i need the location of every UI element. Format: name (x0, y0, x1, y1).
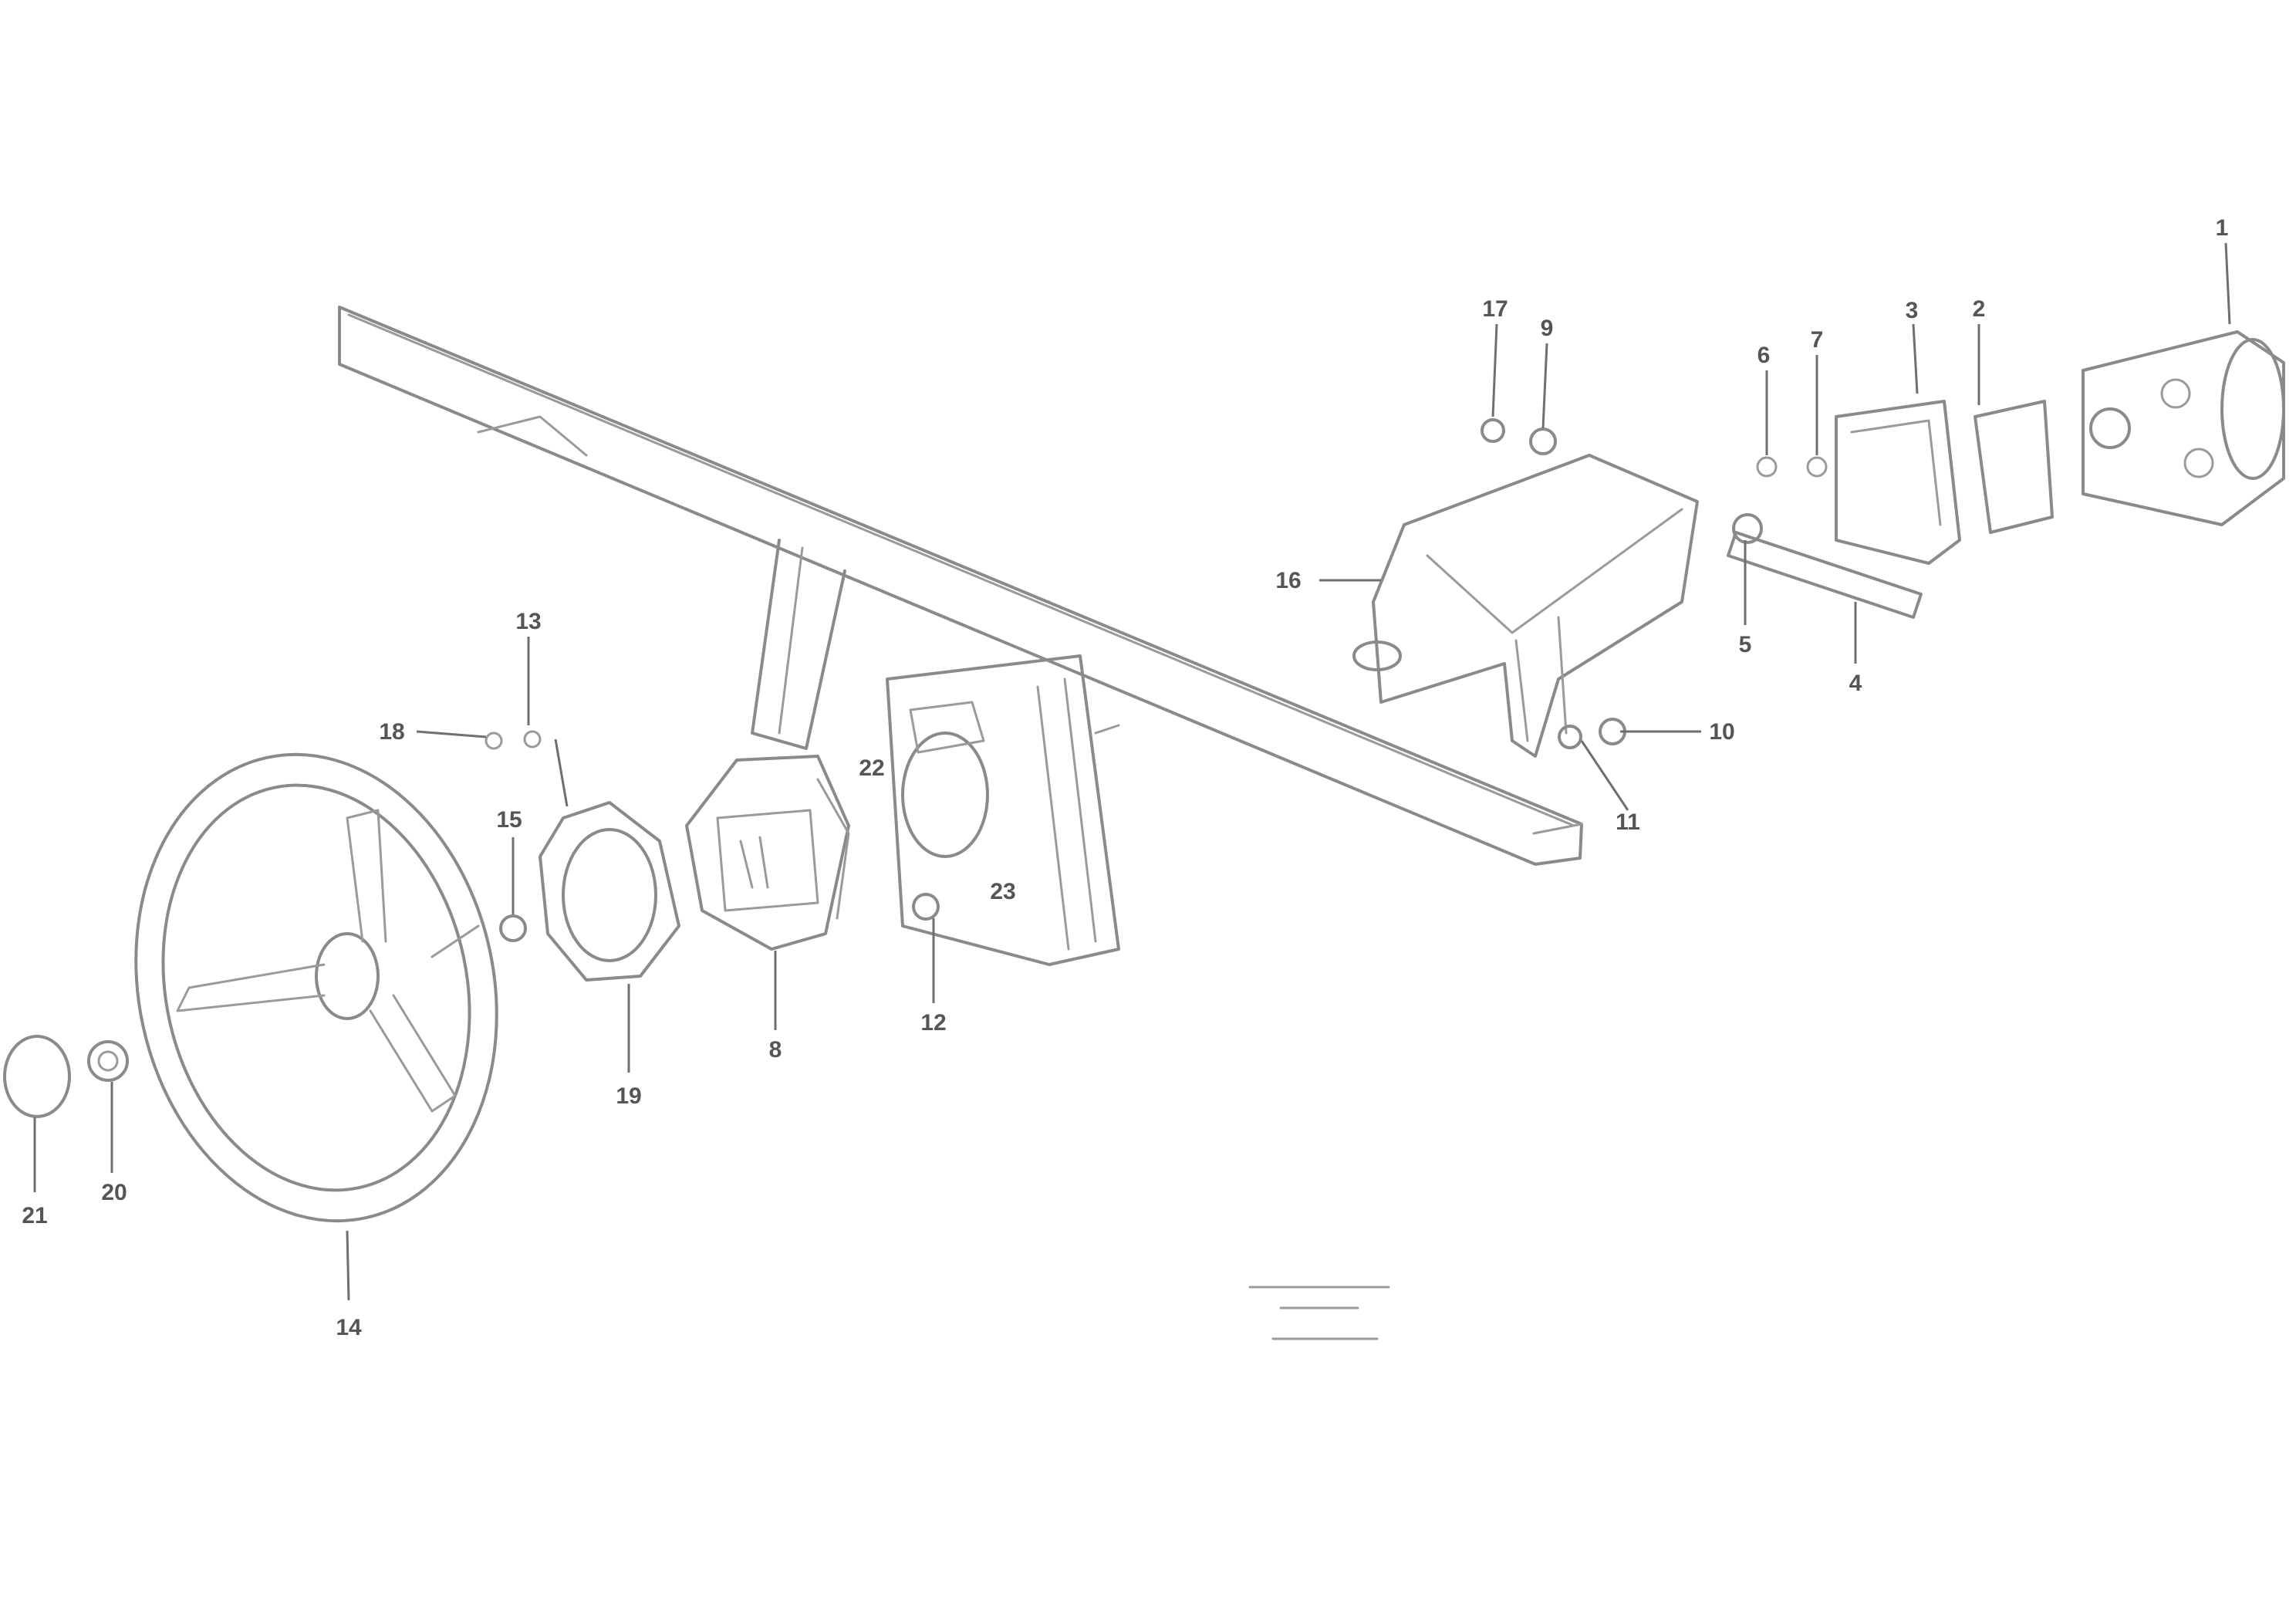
callout-6: 6 (1757, 343, 1771, 368)
small-nut (499, 914, 527, 942)
callout-19: 19 (616, 1083, 641, 1109)
screw-12 (912, 893, 940, 921)
callout-20: 20 (101, 1180, 127, 1205)
shaft-assembly (1727, 400, 2054, 619)
pivot-bracket (1352, 454, 1699, 758)
bolt-17 (1481, 418, 1505, 443)
steering-valve (2082, 330, 2285, 526)
callout-21: 21 (22, 1203, 47, 1228)
bezel-ring (539, 801, 680, 982)
callout-10: 10 (1709, 719, 1734, 745)
callout-13: 13 (515, 609, 541, 634)
callout-16: 16 (1275, 568, 1301, 593)
large-o-ring (3, 1035, 71, 1118)
small-washer (87, 1040, 129, 1082)
callout-23: 23 (990, 879, 1015, 904)
callout-12: 12 (920, 1010, 946, 1036)
callout-18: 18 (379, 719, 404, 745)
support-bracket (751, 539, 846, 750)
callout-17: 17 (1482, 296, 1508, 322)
center-panel (886, 654, 1120, 966)
screw-18 (485, 730, 542, 750)
callout-9: 9 (1541, 316, 1554, 341)
bolt-bottom (1558, 718, 1626, 749)
figure-reference (1248, 1286, 1390, 1340)
callout-8: 8 (769, 1037, 782, 1063)
callout-11: 11 (1616, 809, 1640, 835)
callout-14: 14 (336, 1315, 362, 1340)
bolt-9 (1529, 427, 1557, 455)
cross-beam (338, 306, 1583, 866)
callout-3: 3 (1906, 298, 1919, 323)
callout-4: 4 (1849, 671, 1862, 696)
steering-wheel (134, 752, 498, 1223)
hub-cover (685, 755, 850, 951)
leader-lines (33, 242, 2231, 1301)
callout-22: 22 (859, 755, 884, 781)
callouts: 1 2 3 4 5 6 7 8 9 10 11 12 13 14 15 16 1… (22, 215, 2228, 1340)
callout-5: 5 (1739, 632, 1752, 657)
callout-7: 7 (1811, 327, 1824, 353)
callout-1: 1 (2216, 215, 2229, 241)
callout-2: 2 (1973, 296, 1986, 322)
callout-15: 15 (496, 807, 522, 833)
